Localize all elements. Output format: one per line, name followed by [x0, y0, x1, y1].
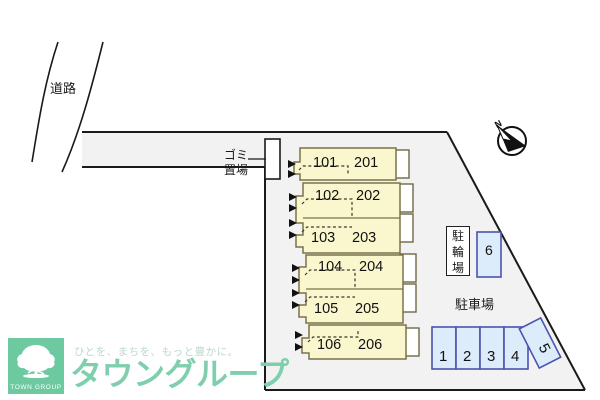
entry-arrow-103-a	[289, 219, 297, 227]
road-edge-west	[31, 41, 59, 163]
unit-label-201: 201	[354, 155, 379, 171]
entry-arrow-103-b	[289, 231, 297, 239]
garbage-area-label: ゴミ 置場	[214, 148, 258, 178]
unit-102-entry-dashed	[301, 198, 353, 216]
building-block-d	[295, 324, 420, 360]
entry-arrow-105-a	[292, 289, 300, 297]
company-logo: TOWN GROUP ひとを、まちを、もっと豊かに。 タウングループ	[8, 336, 289, 398]
parking-stall-3-label: 3	[487, 348, 496, 365]
parking-stall-2-label: 2	[463, 348, 472, 365]
bicycle-parking-label-text: 駐輪場	[451, 229, 464, 275]
unit-103-entry-dashed	[301, 226, 352, 233]
unit-label-102: 102	[315, 188, 340, 204]
site-outline-diagonal	[446, 131, 586, 391]
bicycle-stall-6-label: 6	[485, 242, 493, 258]
tree-icon	[17, 345, 55, 378]
bicycle-parking-label: 駐輪場	[446, 226, 470, 276]
unit-label-203: 203	[352, 230, 377, 246]
unit-label-101: 101	[313, 155, 338, 171]
unit-106-entry-dashed	[307, 331, 359, 343]
parking-stall-5-box[interactable]	[518, 316, 562, 370]
entry-arrow-102-a	[289, 193, 297, 201]
entry-arrow-106-b	[295, 343, 303, 351]
unit-101-entry-dashed	[298, 165, 349, 174]
garbage-area-box	[264, 138, 281, 180]
garbage-area-label-line2: 置場	[223, 163, 248, 177]
parking-stall-1-box[interactable]	[431, 326, 457, 370]
road-edge-east	[61, 41, 104, 173]
entry-arrow-101-b	[288, 170, 296, 178]
parking-stall-3-box[interactable]	[479, 326, 505, 370]
unit-104-entry-dashed	[304, 269, 356, 287]
parking-stall-2-box[interactable]	[455, 326, 481, 370]
company-tagline: ひとを、まちを、もっと豊かに。	[74, 346, 239, 358]
garbage-area-label-line1: ゴミ	[223, 148, 248, 162]
compass-north-icon	[496, 124, 527, 156]
unit-106-outline	[301, 324, 407, 360]
logo-mark-text: TOWN GROUP	[10, 384, 62, 391]
building-block-c	[292, 253, 417, 324]
unit-label-103: 103	[311, 230, 336, 246]
unit-label-105: 105	[314, 301, 339, 317]
bicycle-stall-6-box[interactable]	[476, 231, 502, 278]
car-parking-label: 駐車場	[455, 298, 495, 313]
building-block-b	[289, 182, 414, 254]
unit-label-106: 106	[317, 337, 342, 353]
entry-arrow-101-a	[288, 160, 296, 168]
unit-label-205: 205	[355, 301, 380, 317]
unit-label-206: 206	[358, 337, 383, 353]
unit-105-entry-dashed	[304, 296, 355, 303]
unit-label-104: 104	[318, 259, 343, 275]
entry-arrow-104-a	[292, 264, 300, 272]
unit-label-204: 204	[359, 259, 384, 275]
logo-mark: TOWN GROUP	[8, 338, 64, 394]
entry-arrow-102-b	[289, 204, 297, 212]
parking-stall-1-label: 1	[439, 348, 448, 365]
road-label: 道路	[50, 82, 77, 97]
parking-stall-group	[431, 316, 562, 370]
parking-stall-4-label: 4	[511, 348, 520, 365]
building-block-a	[288, 147, 410, 181]
entry-arrow-104-b	[292, 276, 300, 284]
unit-label-202: 202	[356, 188, 381, 204]
entry-arrow-105-b	[292, 301, 300, 309]
unit-101-outline	[293, 147, 397, 181]
company-name: タウングループ	[70, 355, 289, 393]
entry-arrow-106-a	[295, 331, 303, 339]
